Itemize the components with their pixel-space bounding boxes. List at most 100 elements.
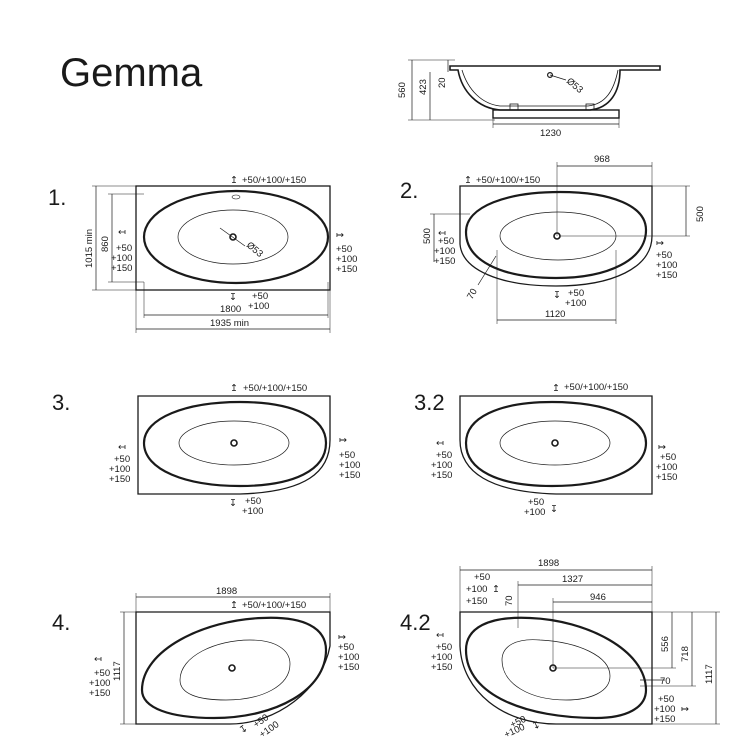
side-total-height: 560 [397, 82, 408, 98]
top-adjust-2: +100 [466, 584, 487, 595]
right-adjust-3: +150 [336, 264, 357, 275]
right-adjust-1: +50 [338, 642, 354, 653]
left-adjust-1: +50 [436, 642, 452, 653]
arrow-down-icon: ↧ [229, 292, 237, 303]
left-adjust-1: +50 [438, 236, 454, 247]
layout-label: 1. [48, 185, 66, 210]
right-adjust-3: +150 [338, 662, 359, 673]
side-view: Ø53 560 423 20 1230 [397, 59, 661, 139]
right-adjust-2: +100 [656, 260, 677, 271]
bottom-adjust-2: +100 [503, 722, 527, 741]
arrow-up-icon: ↥ [552, 383, 560, 394]
left-adjust-2: +100 [89, 678, 110, 689]
page-title: Gemma [60, 51, 203, 95]
top-adjust-3: +150 [466, 596, 487, 607]
inner-width-dim: 1327 [562, 574, 583, 585]
min-height-dim: 1015 min [84, 229, 95, 268]
left-adjust-1: +50 [436, 450, 452, 461]
layout-4-2: 4.2 +50 +100 +150 ↥ ↤ +50 +100 +150 +50 … [400, 558, 720, 741]
arrow-down-icon: ↧ [553, 290, 561, 301]
bottom-adjust-1: +50 [528, 497, 544, 508]
right-adjust-3: +150 [654, 714, 675, 725]
right-adjust-3: +150 [656, 270, 677, 281]
top-adjust: +50/+100/+150 [476, 175, 540, 186]
drain-label: Ø53 [244, 240, 265, 260]
right-adjust-2: +100 [339, 460, 360, 471]
min-width-dim: 1935 min [210, 318, 249, 329]
side-rim: 20 [437, 77, 448, 88]
left-height-dim: 500 [422, 228, 433, 244]
inner-height-dim: 860 [100, 236, 111, 252]
height-dim: 1117 [704, 664, 715, 684]
arrow-left-icon: ↤ [118, 227, 126, 238]
top-adjust-1: +50 [474, 572, 490, 583]
bottom-adjust-1: +50 [568, 288, 584, 299]
arrow-right-icon: ↦ [338, 632, 346, 643]
height-dim: 1117 [112, 661, 123, 681]
layout-label: 4. [52, 610, 70, 635]
bottom-adjust-2: +100 [248, 301, 269, 312]
arrow-right-icon: ↦ [658, 442, 666, 453]
arrow-down-icon: ↧ [229, 498, 237, 509]
right-adjust-3: +150 [339, 470, 360, 481]
left-adjust-3: +150 [434, 256, 455, 267]
arrow-left-icon: ↤ [438, 228, 446, 239]
left-adjust-3: +150 [111, 263, 132, 274]
left-adjust-3: +150 [431, 662, 452, 673]
width-dim: 1898 [538, 558, 559, 569]
bottom-adjust-2: +100 [565, 298, 586, 309]
right-adjust-3: +150 [656, 472, 677, 483]
right-adjust-1: +50 [658, 694, 674, 705]
top-adjust: +50/+100/+150 [242, 175, 306, 186]
layout-1: 1. Ø53 ↥ +50/+100/+150 ↤ +50 +100 +150 ↦… [48, 175, 357, 333]
side-inner-height: 423 [418, 79, 429, 95]
right-adjust-1: +50 [660, 452, 676, 463]
bottom-width-dim: 1120 [545, 309, 565, 320]
side-base-width: 1230 [540, 128, 561, 139]
left-adjust-1: +50 [114, 454, 130, 465]
inner-h2-dim: 718 [680, 646, 691, 662]
right-adjust-2: +100 [656, 462, 677, 473]
drain-offset-dim: 946 [590, 592, 606, 603]
right-adjust-2: +100 [654, 704, 675, 715]
layout-4: 4. ↥ +50/+100/+150 ↤ +50 +100 +150 ↦ +50… [52, 586, 359, 740]
arrow-down-icon: ↧ [237, 723, 250, 737]
arrow-left-icon: ↤ [94, 654, 102, 665]
arrow-up-icon: ↥ [492, 584, 500, 595]
top-adjust: +50/+100/+150 [564, 382, 628, 393]
arrow-right-icon: ↦ [339, 435, 347, 446]
right-adjust-2: +100 [336, 254, 357, 265]
inner-h1-dim: 556 [660, 636, 671, 652]
left-adjust-1: +50 [116, 243, 132, 254]
layout-3-2: 3.2 ↥ +50/+100/+150 ↤ +50 +100 +150 ↦ +5… [414, 382, 677, 518]
bottom-adjust-1: +50 [245, 496, 261, 507]
layout-label: 4.2 [400, 610, 431, 635]
bottom-adjust-1: +50 [252, 291, 268, 302]
layout-2: 2. ↥ +50/+100/+150 ↤ +50 +100 +150 ↦ +50… [400, 154, 706, 324]
bottom-adjust-2: +100 [242, 506, 263, 517]
arrow-right-icon: ↦ [656, 238, 664, 249]
layout-label: 3.2 [414, 390, 445, 415]
side-drain-label: Ø53 [564, 76, 585, 96]
arrow-down-icon: ↧ [550, 504, 558, 515]
left-adjust-2: +100 [431, 460, 452, 471]
top-offset-dim: 968 [594, 154, 610, 165]
layout-label: 3. [52, 390, 70, 415]
left-adjust-3: +150 [109, 474, 130, 485]
arrow-up-icon: ↥ [464, 175, 472, 186]
width-dim: 1898 [216, 586, 237, 597]
arrow-left-icon: ↤ [118, 442, 126, 453]
right-adjust-2: +100 [338, 652, 359, 663]
left-adjust-1: +50 [94, 668, 110, 679]
wall-right-dim: 70 [660, 676, 671, 687]
width-dim: 1800 [220, 304, 241, 315]
wall-dim: 70 [465, 287, 480, 302]
right-adjust-1: +50 [656, 250, 672, 261]
arrow-left-icon: ↤ [436, 438, 444, 449]
wall-top-dim: 70 [504, 595, 515, 606]
right-adjust-1: +50 [336, 244, 352, 255]
bottom-adjust-2: +100 [524, 507, 545, 518]
arrow-up-icon: ↥ [230, 600, 238, 611]
right-adjust-1: +50 [339, 450, 355, 461]
